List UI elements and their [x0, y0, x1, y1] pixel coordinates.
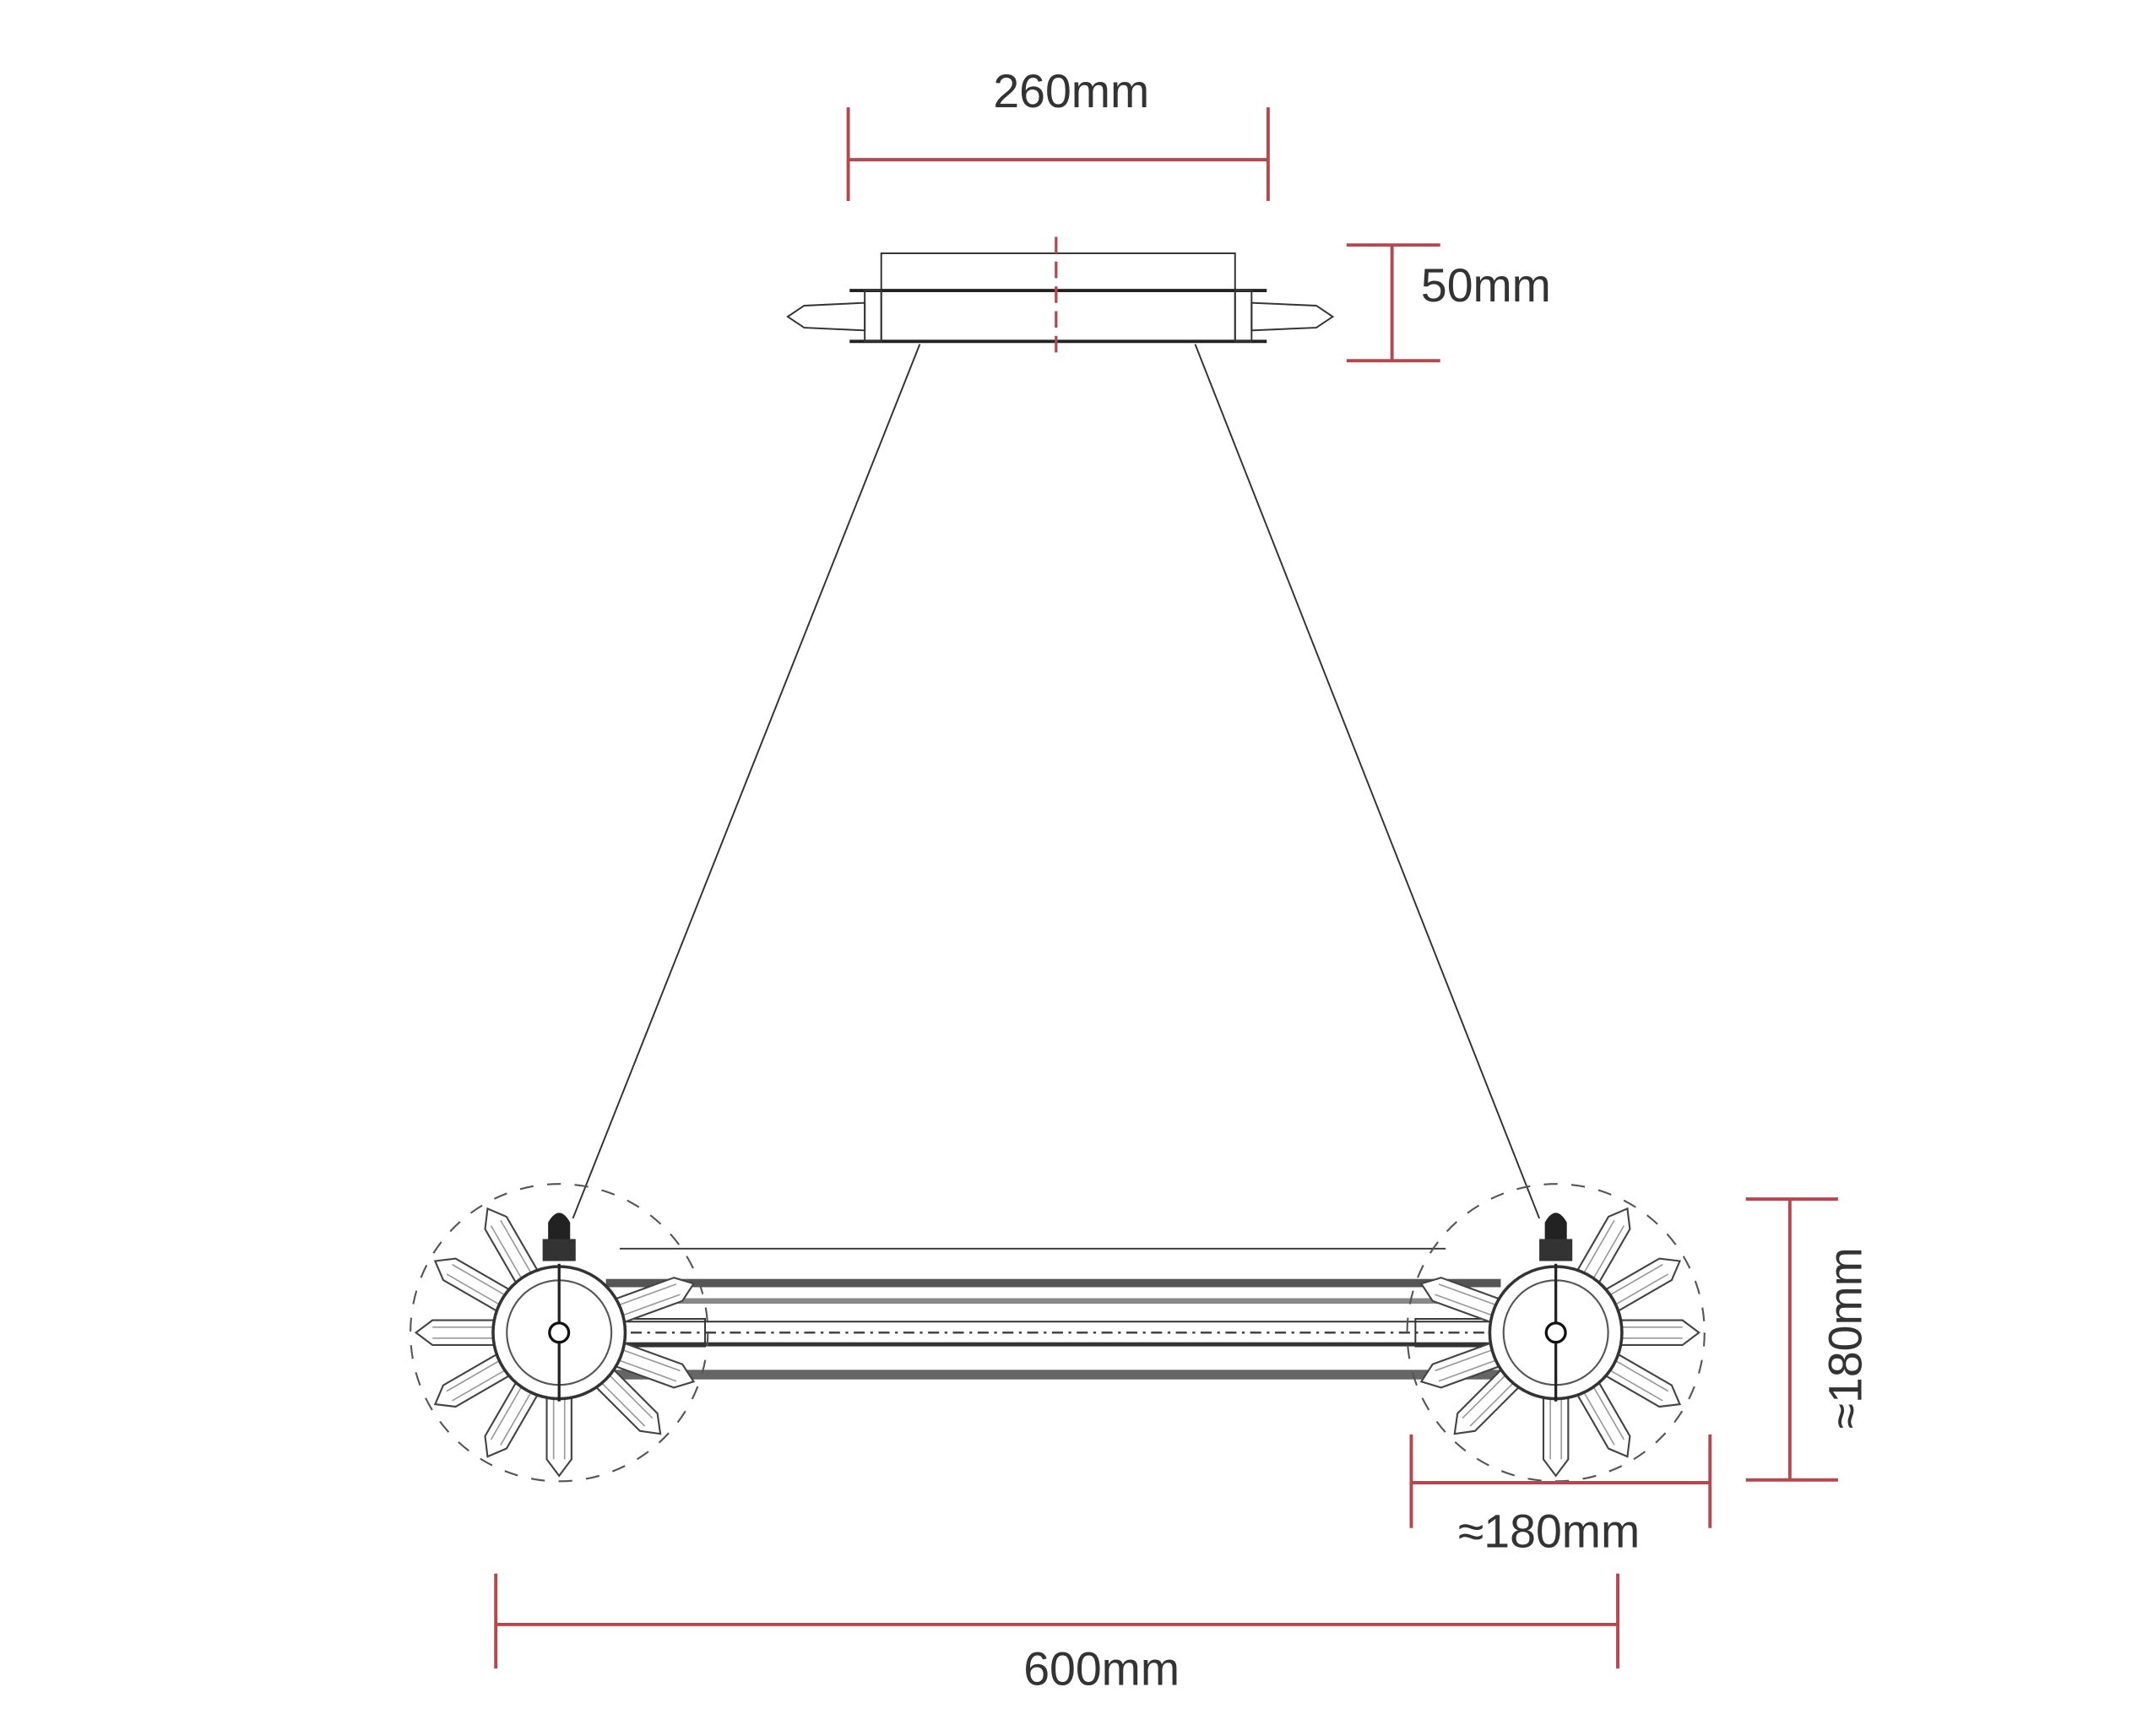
- suspension-cable-left: [572, 344, 921, 1219]
- hub-pivot: [1544, 1321, 1567, 1344]
- canopy-height-label: 50mm: [1421, 259, 1551, 312]
- hub-width-label: ≈180mm: [1458, 1505, 1640, 1558]
- crystal-hub-left: [410, 1183, 709, 1483]
- overall-length-dimension: 600mm: [494, 1573, 1619, 1695]
- canopy-width-label: 260mm: [993, 65, 1149, 117]
- hub-outline-circle: [410, 1183, 709, 1483]
- hub-pivot: [548, 1321, 571, 1344]
- crystal-spike: [545, 1386, 572, 1478]
- canopy-height-dimension: 50mm: [1346, 243, 1551, 363]
- crystal-spike: [414, 1319, 506, 1347]
- hub-height-dimension: ≈180mm: [1745, 1197, 1872, 1482]
- suspension-cable-right: [1194, 344, 1541, 1219]
- hub-height-label: ≈180mm: [1820, 1247, 1872, 1429]
- hub-width-dimension: ≈180mm: [1409, 1434, 1712, 1558]
- canopy-width-dimension: 260mm: [846, 65, 1270, 202]
- ceiling-canopy: [786, 236, 1335, 355]
- light-bar: [605, 1247, 1501, 1380]
- crystal-hub-right: [1406, 1183, 1706, 1483]
- crystal-spike: [1609, 1319, 1700, 1347]
- overall-length-label: 600mm: [1023, 1643, 1180, 1695]
